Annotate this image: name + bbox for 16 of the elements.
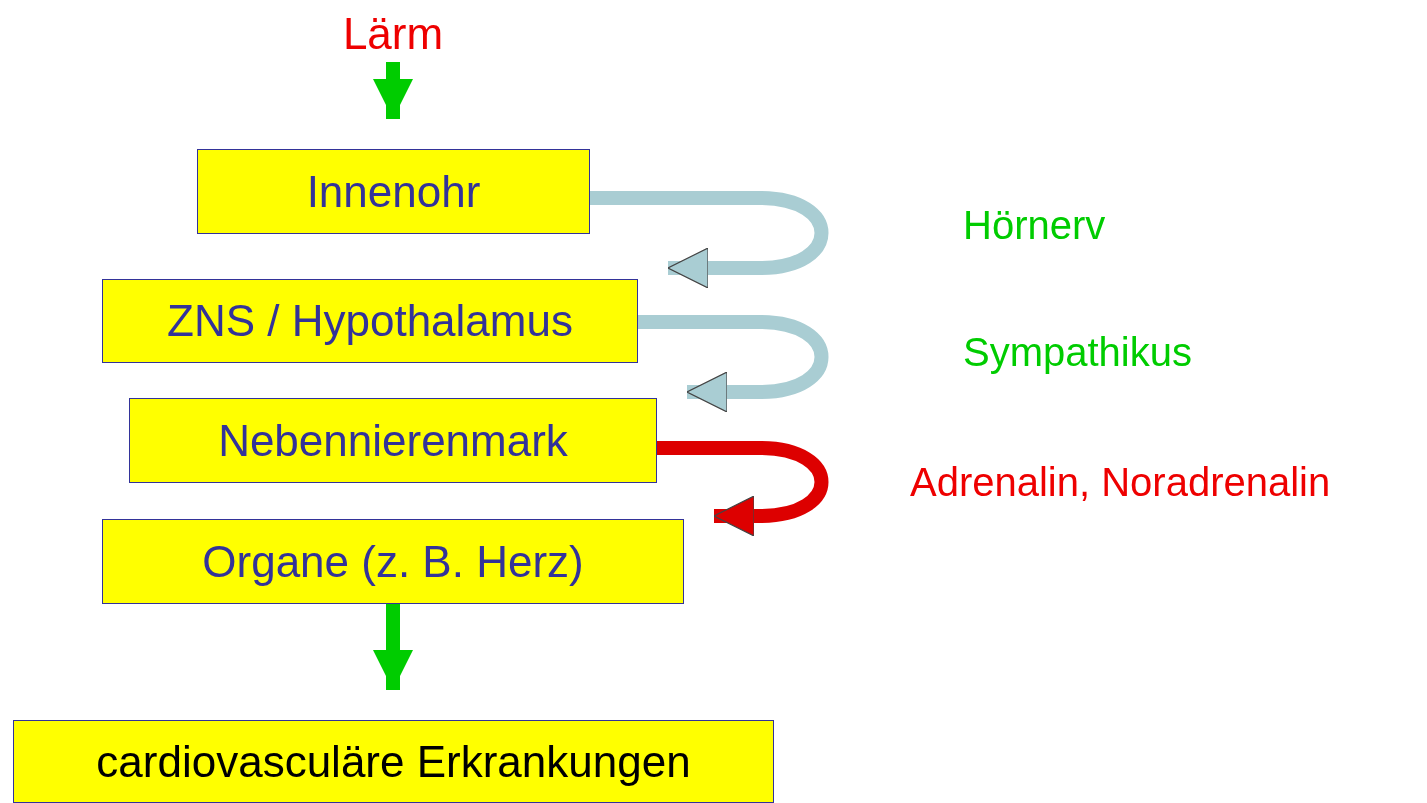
arrow: [373, 604, 413, 690]
process-box: [102, 279, 638, 363]
process-box: [129, 398, 657, 483]
process-box: [13, 720, 774, 803]
arrow: [638, 315, 829, 413]
arrow: [657, 441, 829, 537]
box-text: Innenohr: [306, 166, 481, 217]
box-text: ZNS / Hypothalamus: [167, 296, 573, 346]
box-text: Organe (z. B. Herz): [202, 536, 584, 587]
arrow: [373, 62, 413, 119]
arrow: [590, 191, 829, 289]
box-text: cardiovasculäre Erkrankungen: [96, 736, 691, 787]
process-box: [197, 149, 590, 234]
box-text: Lärm: [342, 9, 444, 59]
box-text: Nebennierenmark: [218, 415, 568, 466]
process-box: [102, 519, 684, 604]
